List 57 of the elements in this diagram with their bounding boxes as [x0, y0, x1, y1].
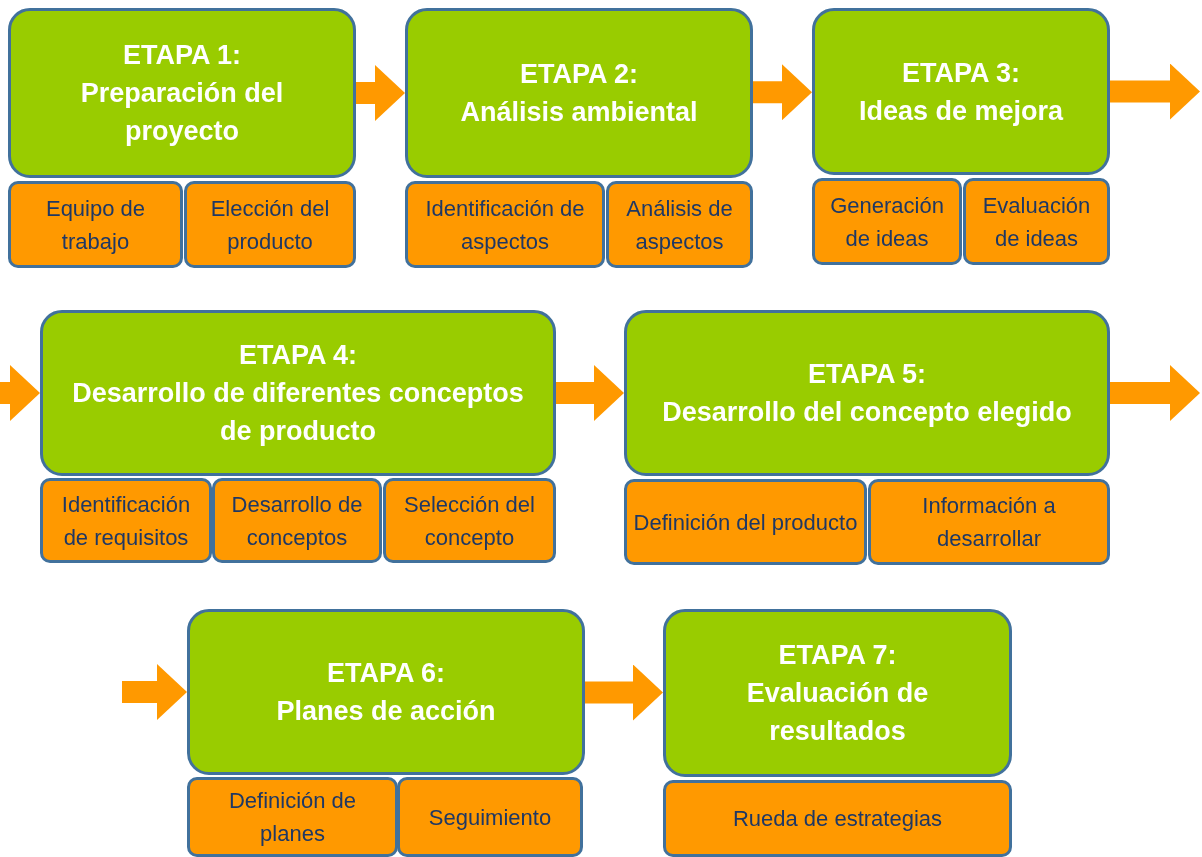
task-label: Seguimiento — [428, 803, 552, 832]
task-box — [187, 777, 398, 857]
task-box — [405, 181, 605, 268]
task-box — [606, 181, 753, 268]
task-box — [397, 777, 583, 857]
stage-title: Planes de acción — [276, 695, 496, 728]
arrow — [1110, 63, 1200, 120]
stage-box — [8, 8, 356, 178]
arrow — [122, 664, 187, 720]
stage-box — [187, 609, 585, 775]
stage-box — [624, 310, 1110, 476]
task-label: Generación de ideas — [829, 191, 945, 253]
task-box — [40, 478, 212, 563]
arrow — [0, 365, 40, 421]
arrow — [556, 365, 624, 421]
task-box — [383, 478, 556, 563]
stage-title: Ideas de mejora — [858, 94, 1064, 128]
arrow — [585, 664, 663, 721]
task-label: Rueda de estrategias — [732, 805, 943, 833]
stage-title: Preparación del proyecto — [79, 77, 285, 148]
task-box — [212, 478, 382, 563]
task-label: Elección del producto — [209, 194, 331, 256]
task-label: Equipo de trabajo — [44, 194, 147, 256]
stage-number: ETAPA 1: — [123, 39, 241, 72]
task-label: Definición del producto — [633, 508, 858, 537]
stage-number: ETAPA 5: — [808, 358, 926, 391]
stage-box — [405, 8, 753, 178]
task-label: Evaluación de ideas — [981, 191, 1092, 253]
stage-box — [663, 609, 1012, 777]
stage-box — [40, 310, 556, 476]
task-label: Desarrollo de conceptos — [230, 490, 364, 552]
task-label: Identificación de aspectos — [424, 194, 586, 256]
stage-number: ETAPA 6: — [327, 657, 445, 690]
stage-box — [812, 8, 1110, 175]
stage-title: Desarrollo del concepto elegido — [662, 396, 1072, 429]
task-label: Definición de planes — [227, 787, 358, 848]
task-label: Identificación de requisitos — [60, 490, 192, 552]
stage-number: ETAPA 7: — [778, 639, 897, 672]
task-box — [184, 181, 356, 268]
arrow — [753, 64, 812, 121]
arrow — [356, 65, 405, 121]
task-label: Información a desarrollar — [921, 492, 1057, 553]
task-box — [663, 780, 1012, 857]
arrow — [1110, 365, 1200, 421]
task-label: Selección del concepto — [403, 490, 536, 552]
task-box — [624, 479, 867, 565]
stage-number: ETAPA 4: — [239, 339, 357, 372]
stage-number: ETAPA 2: — [520, 58, 638, 91]
task-box — [812, 178, 962, 265]
task-box — [963, 178, 1110, 265]
task-box — [868, 479, 1110, 565]
task-box — [8, 181, 183, 268]
stage-title: Evaluación de resultados — [745, 677, 930, 748]
stage-number: ETAPA 3: — [902, 56, 1020, 90]
task-label: Análisis de aspectos — [625, 194, 734, 256]
stage-title: Desarrollo de diferentes conceptos de producto — [71, 377, 525, 448]
stage-title: Análisis ambiental — [460, 96, 698, 129]
